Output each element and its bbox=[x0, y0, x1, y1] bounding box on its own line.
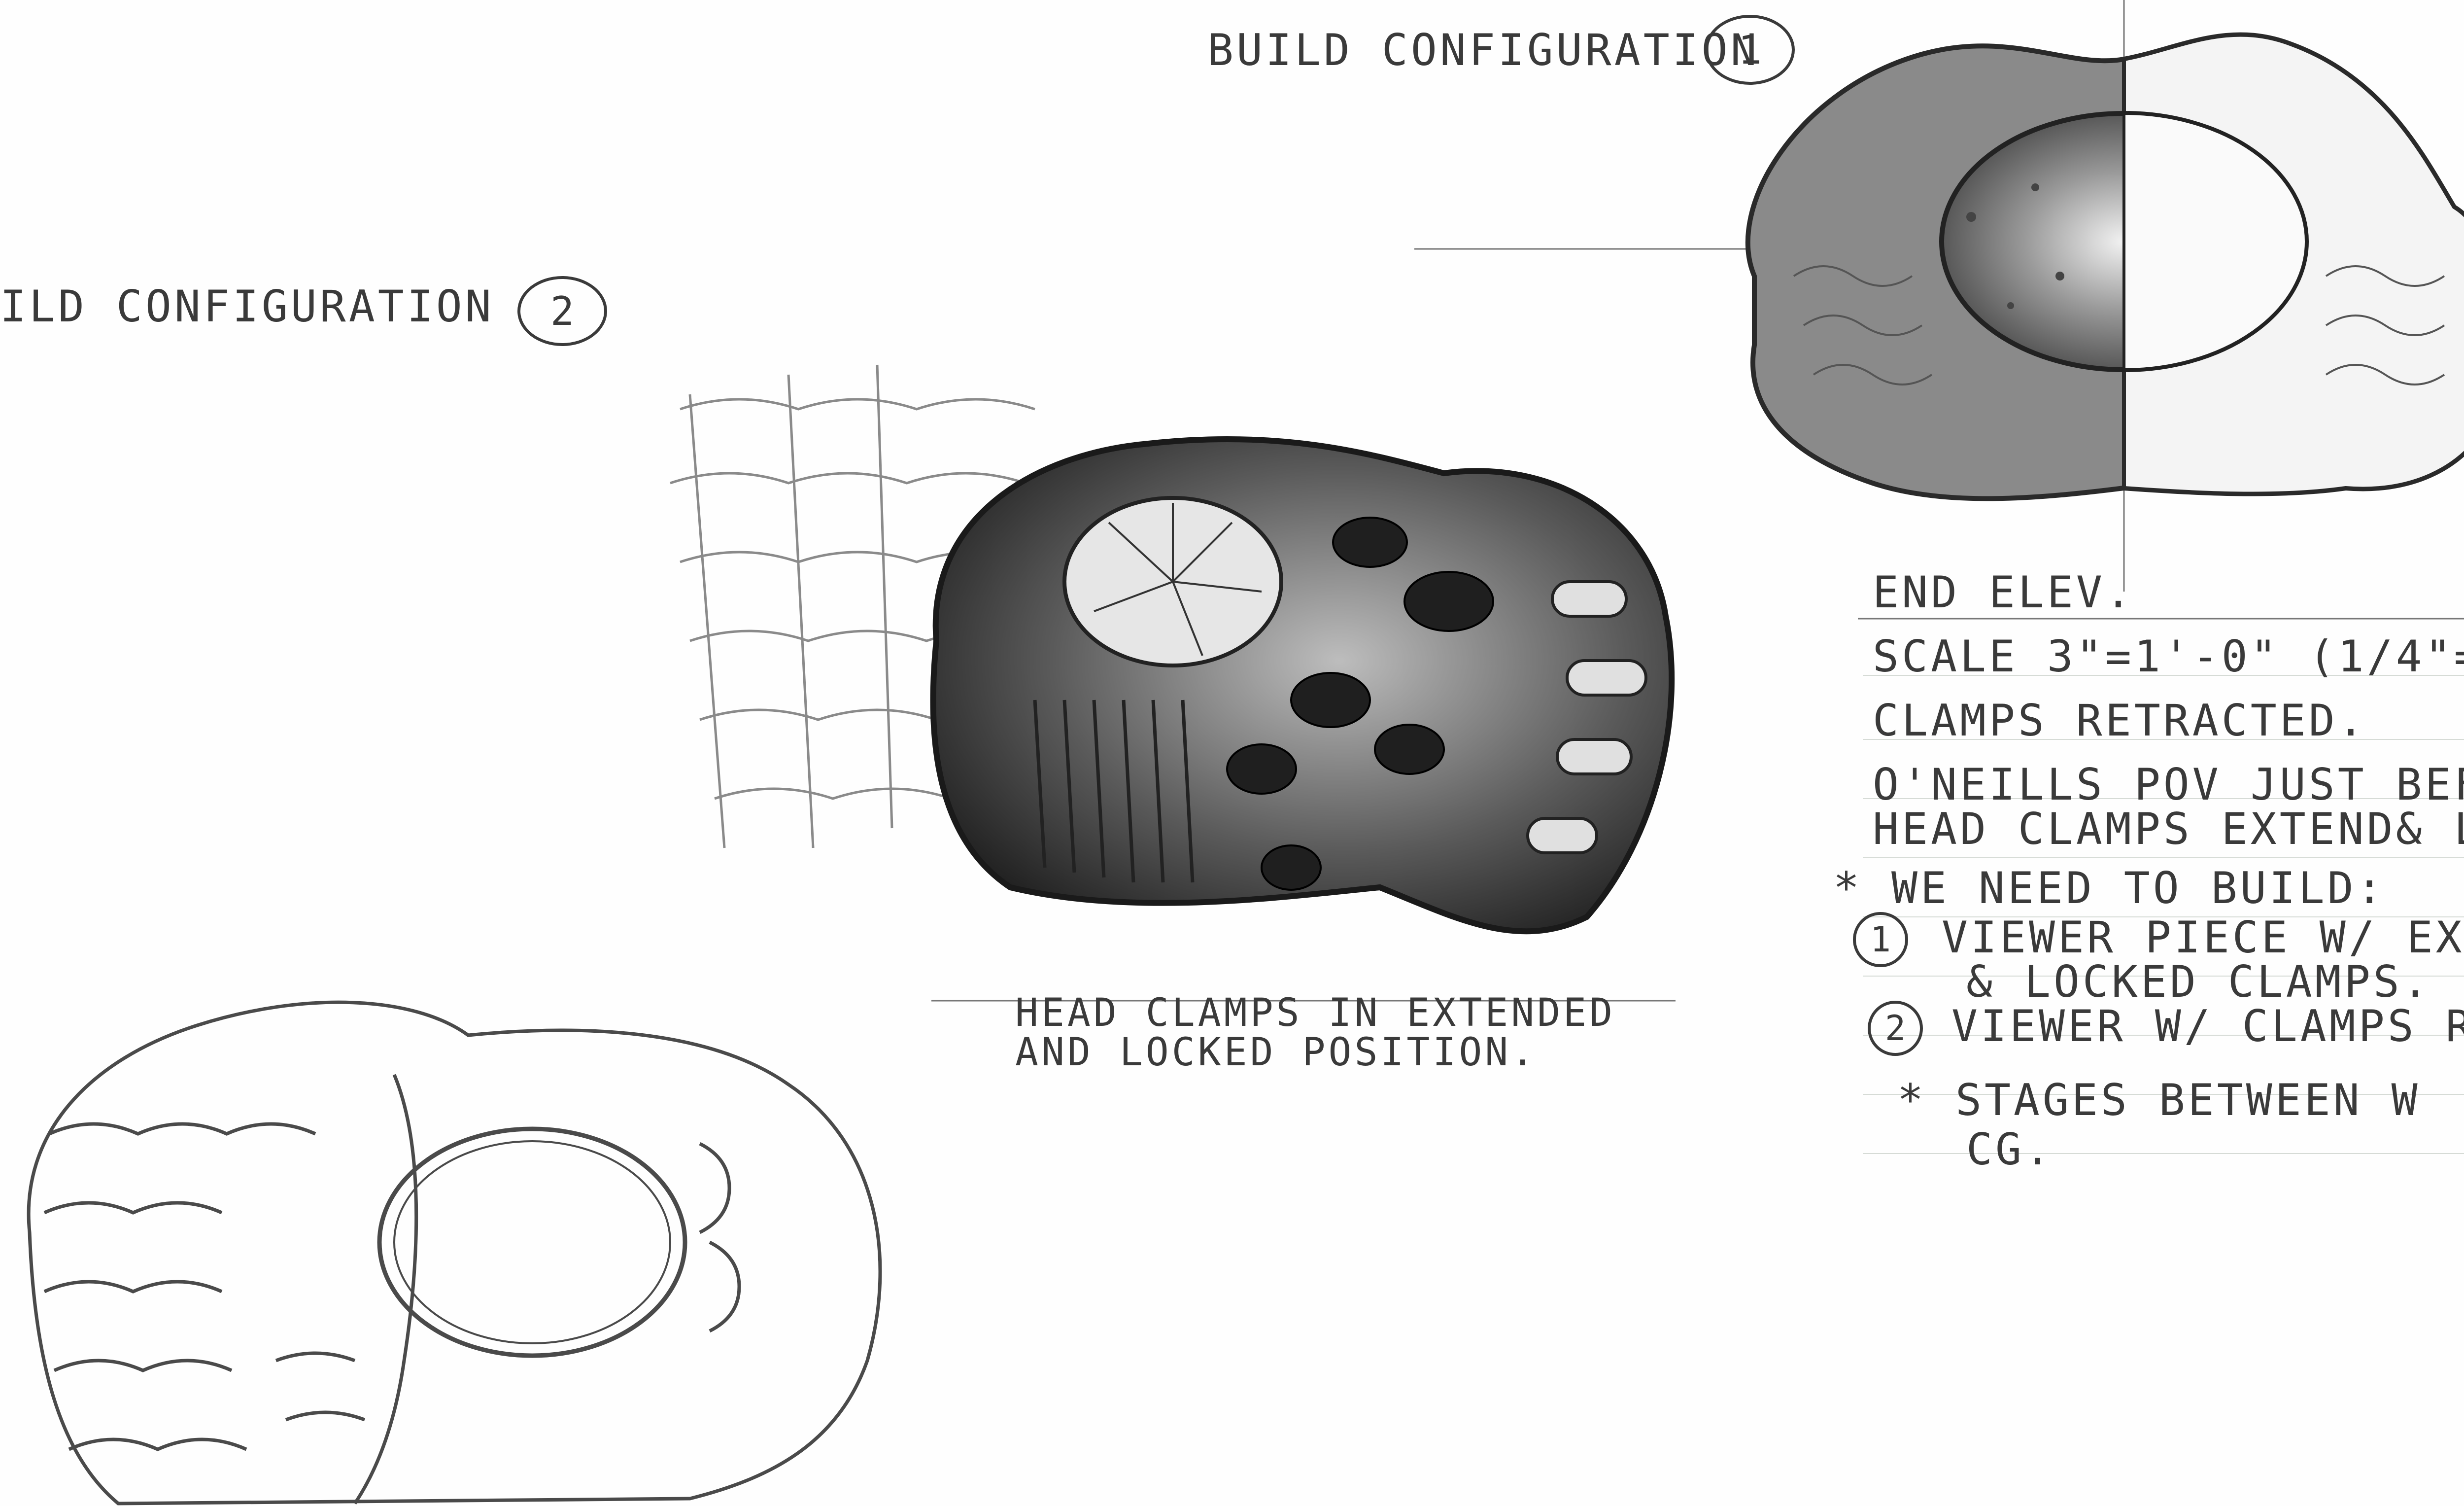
notes-item-2: VIEWER W/ CLAMPS RETR bbox=[1951, 1001, 2464, 1051]
notes-stages-line-1: * STAGES BETWEEN W bbox=[1897, 1075, 2421, 1125]
notes-heading: END ELEV. bbox=[1873, 567, 2134, 618]
ruled-note-lines bbox=[1863, 675, 2464, 1154]
notes-item-1-line-1: VIEWER PIECE W/ EXT bbox=[1942, 912, 2464, 963]
build-configuration-1-title: BUILD CONFIGURATION bbox=[1207, 25, 1760, 75]
notes-item-1-line-2: & LOCKED CLAMPS. bbox=[1966, 956, 2431, 1007]
notes-item-2-circle: 2 bbox=[1868, 1001, 1923, 1056]
notes-stages-line-2: CG. bbox=[1966, 1124, 2053, 1175]
notes-item-1-circle: 1 bbox=[1853, 912, 1908, 967]
notes-need-to-build: * WE NEED TO BUILD: bbox=[1833, 863, 2386, 913]
notes-scale: SCALE 3"=1'-0" (1/4"=1' bbox=[1873, 631, 2464, 682]
configuration-2-number-circle: 2 bbox=[517, 276, 607, 346]
notes-clamps: CLAMPS RETRACTED. bbox=[1873, 695, 2367, 746]
viewer-extended-clamps-drawing bbox=[670, 364, 1675, 935]
viewer-retracted-clamps-drawing bbox=[27, 1000, 882, 1506]
end-elevation-viewer-drawing bbox=[1745, 32, 2464, 501]
notes-pov-line-2: HEAD CLAMPS EXTEND& LO bbox=[1873, 804, 2464, 854]
configuration-1-number-circle: 1 bbox=[1705, 15, 1795, 85]
build-configuration-2-title: ILD CONFIGURATION bbox=[0, 281, 494, 332]
notes-pov-line-1: O'NEILLS POV JUST BEFORE bbox=[1873, 759, 2464, 810]
center-caption-line-2: AND LOCKED POSITION. bbox=[1015, 1030, 1538, 1075]
center-caption-line-1: HEAD CLAMPS IN EXTENDED bbox=[1015, 991, 1616, 1035]
